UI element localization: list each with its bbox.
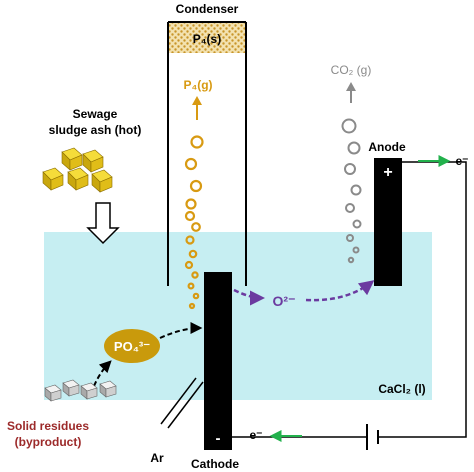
grey-cube-icon bbox=[99, 380, 117, 398]
anode-sign: + bbox=[383, 164, 392, 181]
oxide-arrow-to-anode bbox=[305, 280, 375, 302]
cathode-sign: - bbox=[216, 430, 221, 447]
oxide-arrow-to-ion bbox=[233, 288, 265, 306]
sewage-label-line1: Sewage bbox=[73, 107, 118, 121]
co2-bubbles bbox=[341, 118, 362, 264]
yellow-cube-icon bbox=[67, 167, 89, 191]
cathode-label: Cathode bbox=[191, 457, 239, 471]
argon-label: Ar bbox=[150, 451, 164, 465]
phosphate-arrow-to-cathode bbox=[159, 322, 203, 339]
condenser-label: Condenser bbox=[176, 2, 239, 16]
p4-bubbles bbox=[184, 135, 204, 310]
p4-up-arrow bbox=[192, 96, 202, 120]
residue-pellets bbox=[44, 379, 117, 402]
grey-cube-icon bbox=[62, 379, 80, 397]
yellow-cube-icon bbox=[61, 147, 83, 171]
electrolyte-bath bbox=[44, 232, 432, 400]
phosphate-ion-label: PO₄³⁻ bbox=[114, 339, 150, 354]
co2-label: CO₂ (g) bbox=[331, 63, 372, 77]
electrolyte-label: CaCl₂ (l) bbox=[378, 382, 425, 396]
ash-pellets bbox=[42, 147, 113, 193]
residue-label-line1: Solid residues bbox=[7, 419, 89, 433]
grey-cube-icon bbox=[80, 382, 98, 400]
electron-label-bottom: e⁻ bbox=[249, 428, 262, 442]
hollow-down-arrow-icon bbox=[86, 202, 120, 245]
p4-gas-label: P₄(g) bbox=[183, 78, 212, 92]
argon-inlet-tube bbox=[160, 377, 204, 429]
condenser-tube bbox=[167, 21, 247, 286]
cathode-electrode bbox=[204, 272, 232, 450]
residue-label-line2: (byproduct) bbox=[15, 435, 82, 449]
yellow-cube-icon bbox=[91, 169, 113, 193]
oxide-ion-label: O²⁻ bbox=[273, 293, 296, 309]
yellow-cube-icon bbox=[42, 167, 64, 191]
residue-arrow-to-phosphate bbox=[93, 360, 112, 387]
yellow-cube-icon bbox=[82, 149, 104, 173]
electron-label-top: e⁻ bbox=[455, 154, 468, 168]
power-supply-symbol bbox=[366, 424, 379, 450]
phosphate-ion-bubble bbox=[104, 329, 160, 363]
p4-solid-deposit bbox=[169, 23, 245, 53]
anode-label: Anode bbox=[368, 140, 406, 154]
anode-electrode bbox=[374, 158, 402, 286]
p4-solid-label: P₄(s) bbox=[193, 32, 221, 46]
sewage-label-line2: sludge ash (hot) bbox=[49, 123, 142, 137]
grey-cube-icon bbox=[44, 384, 62, 402]
co2-up-arrow bbox=[346, 82, 356, 103]
